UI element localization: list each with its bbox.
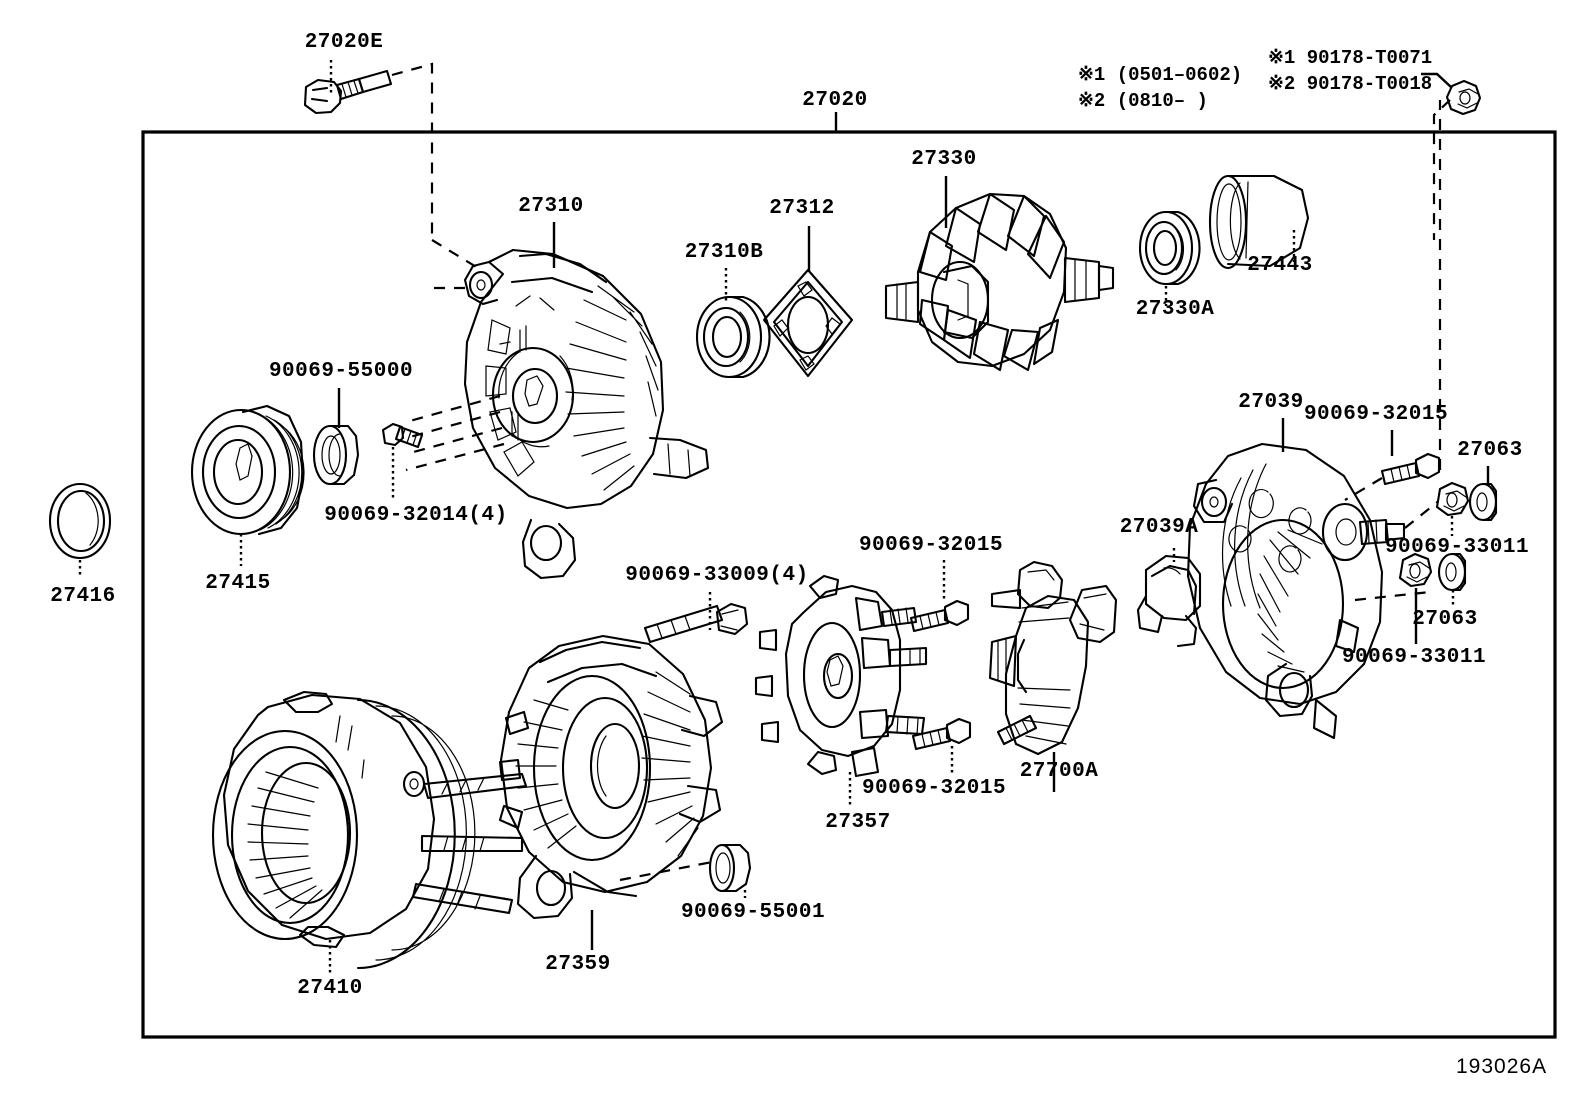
- note-date-range-1: ※1 (0501–0602): [1078, 64, 1243, 86]
- part-label-27039: 27039: [1238, 391, 1304, 414]
- part-90069-33011-nut-lower: [1398, 552, 1433, 644]
- part-label-27357: 27357: [825, 811, 891, 834]
- diagram-id-code: 193026A: [1456, 1055, 1548, 1078]
- part-27039-rear-cover: [1186, 418, 1441, 740]
- assembly-frame: [141, 130, 1557, 1039]
- part-label-90069-55000: 90069-55000: [268, 360, 414, 383]
- part-90069-33009-bolt: [643, 592, 749, 644]
- part-90069-32015-bolt-lower: [911, 717, 972, 774]
- part-27310-drive-end-frame: [405, 222, 710, 580]
- part-label-27020: 27020: [802, 89, 868, 112]
- part-27310B-bearing: [695, 268, 771, 379]
- part-label-27020E: 27020E: [304, 31, 384, 54]
- note-date-range-2: ※2 (0810– ): [1078, 90, 1208, 112]
- part-label-27443: 27443: [1247, 254, 1313, 277]
- part-label-27312: 27312: [769, 197, 835, 220]
- part-label-90069-32015-lower: 90069-32015: [861, 777, 1007, 800]
- part-label-27310: 27310: [518, 195, 584, 218]
- note-part-number-1: ※1 90178-T0071: [1268, 47, 1433, 69]
- part-27357-rectifier: [754, 574, 928, 806]
- part-label-90069-32015-right: 90069-32015: [1303, 403, 1449, 426]
- part-label-90069-32014: 90069-32014(4): [324, 504, 508, 527]
- part-27063-washer-upper: [1468, 466, 1498, 522]
- part-90069-33011-nut-upper: [1435, 481, 1470, 536]
- note-part-number-2: ※2 90178-T0018: [1268, 73, 1433, 95]
- part-90069-32015-bolt-upper: [909, 560, 970, 633]
- part-label-90069-33009: 90069-33009(4): [625, 564, 809, 587]
- part-label-27410: 27410: [297, 977, 363, 1000]
- part-label-27415: 27415: [205, 572, 271, 595]
- part-27330A-bearing: [1138, 210, 1201, 306]
- part-90069-55000-collar: [312, 388, 360, 486]
- part-label-27330A: 27330A: [1135, 298, 1215, 321]
- part-27700A-brush-holder: [988, 560, 1118, 792]
- part-label-90069-32015-upper: 90069-32015: [858, 534, 1004, 557]
- part-27415-pulley: [190, 404, 305, 566]
- part-90178-nut: [1421, 72, 1482, 240]
- part-label-90069-33011-upper: 90069-33011: [1384, 536, 1530, 559]
- part-label-27359: 27359: [545, 953, 611, 976]
- part-label-27063-upper: 27063: [1457, 439, 1523, 462]
- part-27443-seal-cap: [1208, 174, 1310, 270]
- part-27410-stator: [211, 690, 528, 974]
- part-27063-washer-lower: [1437, 552, 1467, 606]
- part-27039A-terminal-insulator: [1136, 548, 1202, 648]
- part-label-27700A: 27700A: [1019, 760, 1099, 783]
- part-label-27330: 27330: [911, 148, 977, 171]
- part-90069-32015-bolt-right: [1344, 100, 1442, 501]
- part-27330-rotor: [884, 176, 1115, 372]
- part-label-90069-55001: 90069-55001: [680, 901, 826, 924]
- part-label-27039A: 27039A: [1119, 516, 1199, 539]
- part-90069-32014-bolt: [381, 422, 424, 500]
- part-90069-55001-bush: [708, 843, 752, 898]
- part-label-27063-lower: 27063: [1412, 608, 1478, 631]
- part-27359-rear-end-frame: [498, 634, 724, 950]
- part-label-90069-33011-lower: 90069-33011: [1341, 646, 1487, 669]
- part-label-27416: 27416: [50, 585, 116, 608]
- part-label-27310B: 27310B: [684, 241, 764, 264]
- part-27416-seal-ring: [48, 482, 112, 578]
- part-27020E-bolt: [303, 60, 479, 269]
- part-27312-bearing-retainer: [762, 226, 854, 378]
